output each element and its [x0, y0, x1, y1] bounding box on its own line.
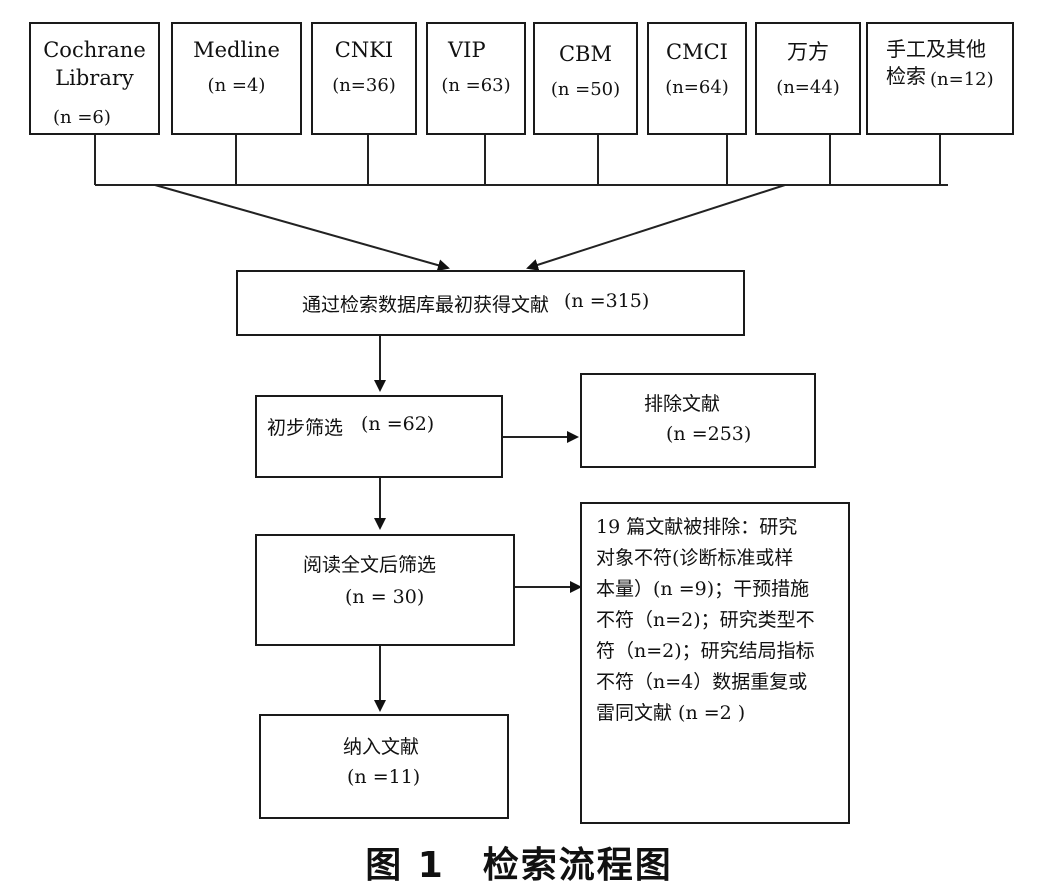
source-name: CNKI	[334, 38, 394, 62]
source-box-vip: VIP (n =63)	[426, 22, 526, 135]
arrow-diagonal-left	[154, 184, 450, 272]
source-box-cmci: CMCI (n=64)	[647, 22, 747, 135]
initial-retrieval-box: 通过检索数据库最初获得文献 (n =315)	[236, 270, 745, 336]
included-label: 纳入文献	[343, 736, 420, 758]
fulltext-screening-box: 阅读全文后筛选 (n = 30)	[255, 534, 515, 646]
source-name: Cochrane Library	[43, 38, 146, 91]
source-name: CBM	[558, 42, 612, 66]
figure-caption: 图 1 检索流程图	[365, 845, 673, 886]
source-count: (n=64)	[665, 77, 729, 98]
excluded1-count: (n =253)	[666, 423, 752, 445]
included-box: 纳入文献 (n =11)	[259, 714, 509, 819]
source-box-cnki: CNKI (n=36)	[311, 22, 417, 135]
source-box-medline: Medline (n =4)	[171, 22, 302, 135]
source-box-manual: 手工及其他 检索 (n=12)	[866, 22, 1014, 135]
source-count: (n=44)	[776, 77, 840, 98]
source-name: 手工及其他 检索	[886, 37, 986, 88]
arrow-diagonal-right	[526, 184, 786, 271]
included-count: (n =11)	[347, 766, 421, 788]
source-count: (n =6)	[53, 107, 111, 128]
source-box-cochrane: Cochrane Library (n =6)	[29, 22, 160, 135]
prelim-count: (n =62)	[361, 413, 435, 435]
excluded-box-1: 排除文献 (n =253)	[580, 373, 816, 468]
initial-count: (n =315)	[564, 290, 650, 312]
source-count: (n=36)	[332, 75, 396, 96]
source-box-cbm: CBM (n =50)	[533, 22, 638, 135]
fulltext-label: 阅读全文后筛选	[303, 554, 437, 576]
excluded2-text: 19 篇文献被排除：研究 对象不符(诊断标准或样 本量）(n =9)；干预措施 …	[596, 516, 815, 724]
prelim-screening-box: 初步筛选 (n =62)	[255, 395, 503, 478]
source-name: Medline	[193, 38, 280, 62]
source-name: 万方	[787, 40, 829, 64]
fulltext-count: (n = 30)	[345, 586, 425, 608]
excluded-box-2: 19 篇文献被排除：研究 对象不符(诊断标准或样 本量）(n =9)；干预措施 …	[580, 502, 850, 824]
source-count: (n =63)	[441, 75, 511, 96]
source-box-wanfang: 万方 (n=44)	[755, 22, 861, 135]
source-name: CMCI	[666, 40, 728, 64]
source-count: (n =50)	[550, 79, 621, 100]
excluded1-label: 排除文献	[644, 393, 721, 415]
source-name: VIP	[448, 38, 486, 62]
source-count: (n =4)	[207, 75, 266, 96]
source-count: (n=12)	[930, 69, 994, 90]
initial-label: 通过检索数据库最初获得文献	[302, 294, 550, 316]
prelim-label: 初步筛选	[267, 417, 344, 439]
